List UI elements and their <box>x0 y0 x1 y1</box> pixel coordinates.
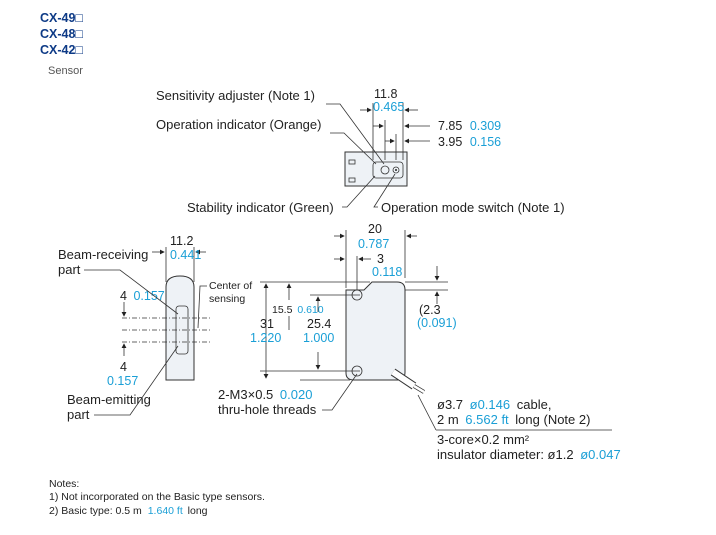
hole-in: 0.610 <box>297 304 323 316</box>
hole-mm: 15.5 <box>272 304 293 316</box>
side-width-mm: 11.2 <box>170 234 193 248</box>
operation-indicator-label: Operation indicator (Orange) <box>156 117 321 132</box>
front-view: 20 0.787 3 0.118 31 1.220 15.5 0.610 25.… <box>218 222 621 462</box>
top-view-tab-left-2 <box>348 177 356 183</box>
cable-note: long (Note 2) <box>515 412 590 427</box>
offset2-mm: 3.95 <box>438 135 462 149</box>
note-1: 1) Not incorporated on the Basic type se… <box>49 491 265 503</box>
thread-size-in: 0.020 <box>280 387 313 402</box>
top-view-panel <box>372 161 404 179</box>
model-name-2: CX-48□ <box>40 27 83 41</box>
side-width-in: 0.441 <box>170 248 201 262</box>
front-pitch-mm: 25.4 <box>307 317 331 331</box>
center-of-sensing-label-1: Center of <box>209 280 252 292</box>
side-view: 11.2 0.441 4 0.157 4 0.157 Beam-receivin… <box>58 234 252 422</box>
beam-emitting-label-1: Beam-emitting <box>67 392 151 407</box>
offset1-mm: 7.85 <box>438 119 462 133</box>
offset2-dimension: 3.95 0.156 <box>438 135 501 149</box>
model-name-1: CX-49□ <box>40 11 83 25</box>
note-2-ft: 1.640 ft <box>148 505 183 517</box>
top-width-mm: 11.8 <box>374 87 397 101</box>
thread-label-1: 2-M3×0.5 0.020 <box>218 387 312 402</box>
thread-size: 2-M3×0.5 <box>218 387 273 402</box>
insulator-diameter-in: ø0.047 <box>580 447 620 462</box>
mode-switch-label: Operation mode switch (Note 1) <box>381 200 565 215</box>
stability-indicator-label: Stability indicator (Green) <box>187 200 334 215</box>
front-pitch-in: 1.000 <box>303 331 334 345</box>
front-height-in: 1.220 <box>250 331 281 345</box>
front-height-mm: 31 <box>260 317 274 331</box>
core-label: 3-core×0.2 mm² <box>437 432 530 447</box>
beam-receiving-label-1: Beam-receiving <box>58 247 148 262</box>
model-name-3: CX-42□ <box>40 43 83 57</box>
note-2-c: long <box>188 505 208 517</box>
side-lower-mm: 4 <box>120 360 127 374</box>
side-upper-in: 0.157 <box>133 289 164 303</box>
mode-switch-icon <box>392 166 400 174</box>
insulator-label: insulator diameter: ø1.2 ø0.047 <box>437 447 621 462</box>
insulator-diameter: insulator diameter: ø1.2 <box>437 447 574 462</box>
top-view-body <box>344 151 408 187</box>
cable-label-1: ø3.7 ø0.146 cable, <box>437 397 551 412</box>
front-view-body <box>345 281 406 381</box>
right-offset-mm: (2.3 <box>419 303 441 317</box>
sensitivity-adjuster-icon <box>380 165 390 175</box>
front-edge-in: 0.118 <box>372 265 402 279</box>
front-width-in: 0.787 <box>358 237 389 251</box>
front-width-mm: 20 <box>368 222 382 236</box>
front-edge-mm: 3 <box>377 252 384 266</box>
beam-receiving-label-2: part <box>58 262 81 277</box>
side-view-body <box>165 275 195 381</box>
offset2-in: 0.156 <box>470 135 501 149</box>
model-header: CX-49□ CX-48□ CX-42□ Sensor <box>40 11 83 77</box>
mode-switch-dot-icon <box>395 169 397 171</box>
center-of-sensing-label-2: sensing <box>209 293 245 305</box>
top-view-tab-left <box>348 159 356 165</box>
category-label: Sensor <box>48 65 83 77</box>
note-2-a: 2) Basic type: 0.5 m <box>49 505 142 517</box>
notes-title: Notes: <box>49 478 79 490</box>
top-view: 11.8 0.465 7.85 0.309 3.95 0.156 Sensiti… <box>156 87 565 215</box>
cable-label-2: 2 m 6.562 ft long (Note 2) <box>437 412 590 427</box>
cable-length-ft: 6.562 ft <box>465 412 509 427</box>
offset1-dimension: 7.85 0.309 <box>438 119 501 133</box>
notes: Notes: 1) Not incorporated on the Basic … <box>49 478 265 517</box>
side-upper-mm: 4 <box>120 289 127 303</box>
cable-diameter: ø3.7 <box>437 397 463 412</box>
cable-word: cable, <box>517 397 552 412</box>
side-lower-in: 0.157 <box>107 374 138 388</box>
cable-length: 2 m <box>437 412 459 427</box>
right-offset-in: (0.091) <box>417 316 457 330</box>
hole-dimension: 15.5 0.610 <box>272 304 324 316</box>
cable-diameter-in: ø0.146 <box>470 397 510 412</box>
top-width-in: 0.465 <box>373 100 404 114</box>
sensitivity-adjuster-label: Sensitivity adjuster (Note 1) <box>156 88 315 103</box>
thread-label-2: thru-hole threads <box>218 402 317 417</box>
note-2: 2) Basic type: 0.5 m 1.640 ft long <box>49 505 208 517</box>
offset1-in: 0.309 <box>470 119 501 133</box>
beam-emitting-label-2: part <box>67 407 90 422</box>
side-upper-dimension: 4 0.157 <box>120 289 165 303</box>
